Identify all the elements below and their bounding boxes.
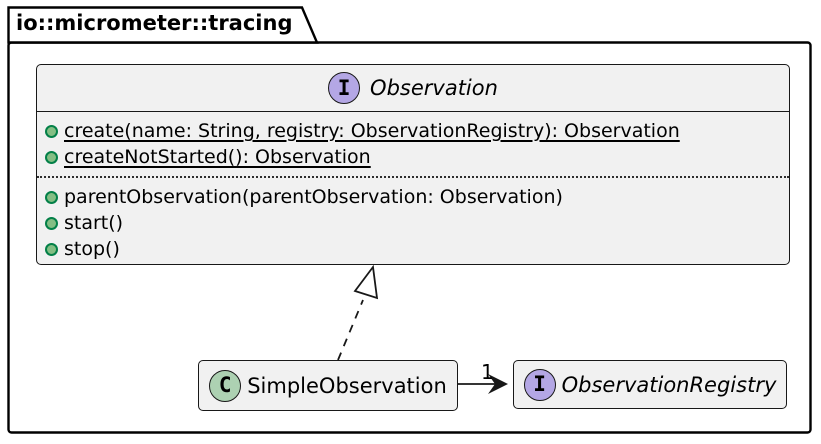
method-row-parent-observation: parentObservation(parentObservation: Obs… xyxy=(37,184,789,210)
interface-badge-icon: I xyxy=(523,368,556,401)
class-box-observation-registry: I ObservationRegistry xyxy=(513,360,787,409)
method-row-start: start() xyxy=(37,210,789,236)
static-instance-separator xyxy=(37,176,789,178)
simple-observation-title: SimpleObservation xyxy=(247,373,447,398)
public-method-bullet-icon xyxy=(45,190,58,204)
package-tab-shape xyxy=(7,6,319,44)
package-title: io::micrometer::tracing xyxy=(16,11,293,35)
realization-triangle-arrowhead xyxy=(353,264,379,300)
public-method-bullet-icon xyxy=(45,242,58,256)
observation-instance-methods: parentObservation(parentObservation: Obs… xyxy=(37,178,789,268)
public-method-bullet-icon xyxy=(45,150,58,164)
observation-static-methods: create(name: String, registry: Observati… xyxy=(37,112,789,176)
public-method-bullet-icon xyxy=(45,124,58,138)
realization-dashed-line xyxy=(337,299,364,361)
class-box-observation: I Observation create(name: String, regis… xyxy=(36,64,790,265)
simple-observation-header: C SimpleObservation xyxy=(199,361,457,410)
class-box-simple-observation: C SimpleObservation xyxy=(198,360,458,411)
observation-registry-header: I ObservationRegistry xyxy=(514,361,786,408)
observation-registry-title: ObservationRegistry xyxy=(561,372,777,397)
method-row-create: create(name: String, registry: Observati… xyxy=(37,118,789,144)
method-row-stop: stop() xyxy=(37,236,789,262)
method-row-create-not-started: createNotStarted(): Observation xyxy=(37,144,789,170)
observation-header: I Observation xyxy=(37,65,789,112)
observation-title: Observation xyxy=(370,76,498,100)
public-method-bullet-icon xyxy=(45,216,58,230)
association-arrowhead xyxy=(488,374,508,394)
interface-badge-icon: I xyxy=(328,72,361,104)
association-multiplicity-label: 1 xyxy=(481,360,494,384)
class-badge-icon: C xyxy=(209,369,242,402)
